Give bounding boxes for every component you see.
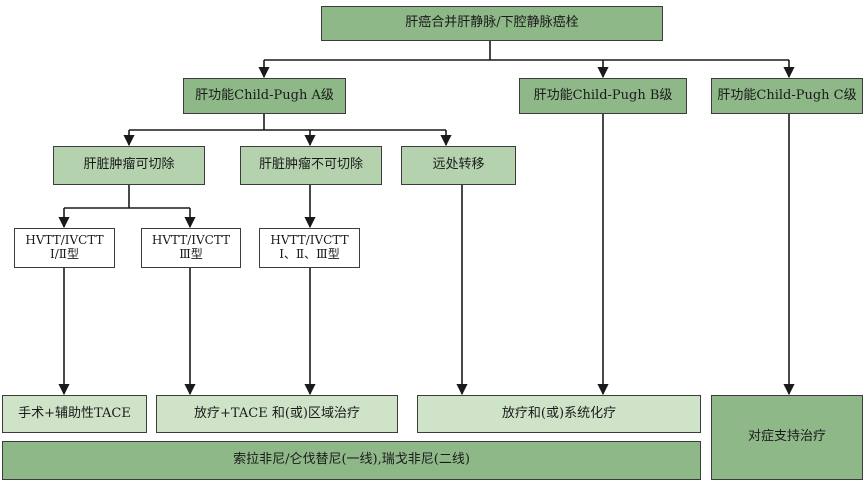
supportive-care-node: 对症支持治疗 bbox=[711, 395, 863, 480]
hvtt-type-1-2-line1: HVTT/IVCTT bbox=[25, 233, 104, 248]
radiotherapy-tace-node: 放疗+TACE 和(或)区域治疗 bbox=[156, 395, 398, 433]
child-pugh-b-node: 肝功能Child-Pugh B级 bbox=[519, 78, 687, 114]
distant-metastasis-node: 远处转移 bbox=[401, 146, 516, 185]
hvtt-type-1-2-line2: Ⅰ/Ⅱ型 bbox=[50, 247, 79, 261]
hvtt-type-all-line2: Ⅰ、Ⅱ、Ⅲ型 bbox=[279, 247, 340, 261]
child-pugh-c-node: 肝功能Child-Pugh C级 bbox=[711, 78, 863, 114]
root-node: 肝癌合并肝静脉/下腔静脉癌栓 bbox=[321, 6, 663, 41]
resectable-node: 肝脏肿瘤可切除 bbox=[53, 146, 205, 185]
hvtt-type-3-line1: HVTT/IVCTT bbox=[151, 233, 231, 248]
hvtt-type-3-node: HVTT/IVCTT Ⅲ型 bbox=[141, 228, 241, 268]
hvtt-type-1-2-node: HVTT/IVCTT Ⅰ/Ⅱ型 bbox=[14, 228, 115, 268]
targeted-therapy-node: 索拉非尼/仑伐替尼(一线),瑞戈非尼(二线) bbox=[2, 441, 701, 480]
hvtt-type-3-line2: Ⅲ型 bbox=[179, 247, 203, 261]
unresectable-node: 肝脏肿瘤不可切除 bbox=[240, 146, 382, 185]
child-pugh-a-node: 肝功能Child-Pugh A级 bbox=[183, 78, 346, 114]
hvtt-type-all-node: HVTT/IVCTT Ⅰ、Ⅱ、Ⅲ型 bbox=[259, 228, 360, 268]
radiotherapy-systemic-node: 放疗和(或)系统化疗 bbox=[417, 395, 701, 433]
hvtt-type-all-line1: HVTT/IVCTT bbox=[270, 233, 349, 248]
surgery-tace-node: 手术+辅助性TACE bbox=[2, 395, 147, 433]
